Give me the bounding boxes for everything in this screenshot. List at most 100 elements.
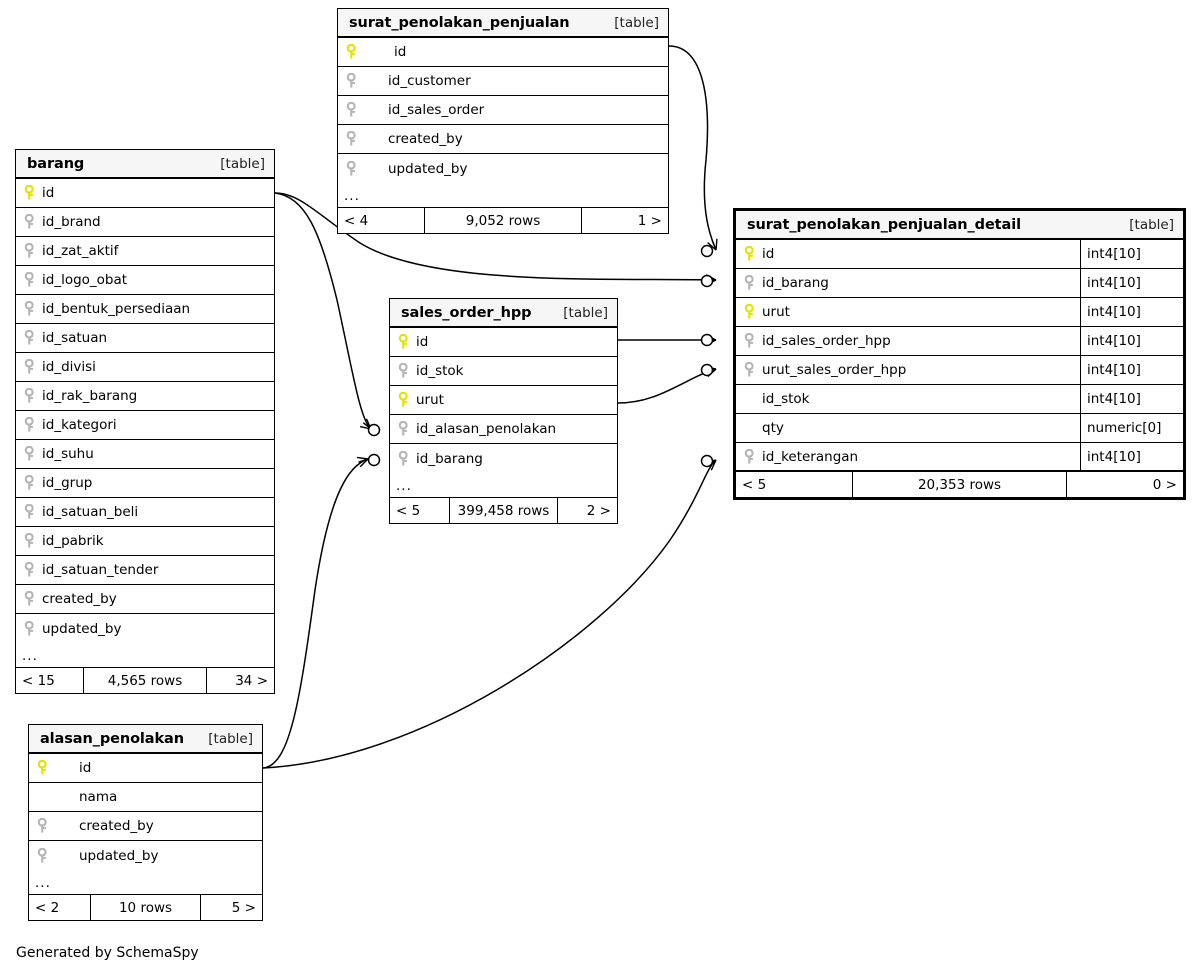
child-table-count[interactable]: 2 > — [586, 502, 611, 519]
table-box-surat_penolakan_penjualan_detail[interactable]: surat_penolakan_penjualan_detail[table]i… — [733, 208, 1186, 500]
table-box-surat_penolakan_penjualan[interactable]: surat_penolakan_penjualan[table]id id_cus… — [337, 8, 669, 234]
column-row[interactable]: id — [16, 179, 274, 208]
column-row[interactable]: id_satuan_tender — [16, 556, 274, 585]
column-label: created_by — [42, 591, 117, 607]
column-label: id_satuan — [42, 330, 108, 346]
parent-table-count[interactable]: < 2 — [35, 899, 60, 916]
foreign-key-icon — [24, 214, 39, 230]
parent-table-count[interactable]: < 5 — [396, 502, 421, 519]
column-row[interactable]: created_by — [338, 125, 668, 154]
column-row[interactable]: id_kategori — [16, 411, 274, 440]
table-header-sales_order_hpp[interactable]: sales_order_hpp[table] — [390, 299, 617, 328]
foreign-key-icon — [346, 131, 361, 147]
table-header-barang[interactable]: barang[table] — [16, 150, 274, 179]
table-header-surat_penolakan_penjualan[interactable]: surat_penolakan_penjualan[table] — [338, 9, 668, 38]
column-row[interactable]: nama — [29, 783, 262, 812]
column-row[interactable]: id — [338, 38, 668, 67]
table-title: alasan_penolakan — [40, 730, 184, 747]
column-row[interactable]: id_bentuk_persediaan — [16, 295, 274, 324]
column-row[interactable]: id_customer — [338, 67, 668, 96]
foreign-key-icon — [24, 330, 39, 346]
column-label: id — [762, 246, 775, 262]
child-table-count[interactable]: 34 > — [235, 672, 268, 689]
column-name-cell: id_suhu — [16, 440, 274, 468]
table-title: sales_order_hpp — [401, 304, 532, 321]
column-row[interactable]: id_pabrik — [16, 527, 274, 556]
column-row[interactable]: id_satuan — [16, 324, 274, 353]
column-name-cell: id_satuan — [16, 324, 274, 352]
column-row[interactable]: id_satuan_beli — [16, 498, 274, 527]
column-row[interactable]: id_zat_aktif — [16, 237, 274, 266]
child-table-count[interactable]: 5 > — [231, 899, 256, 916]
column-row[interactable]: id_barang — [390, 444, 617, 473]
column-name-cell: id_kategori — [16, 411, 274, 439]
column-label: id_kategori — [42, 417, 117, 433]
column-label: created_by — [388, 131, 463, 147]
column-row[interactable]: id_grup — [16, 469, 274, 498]
column-name-cell: nama — [29, 783, 262, 811]
column-label: urut_sales_order_hpp — [762, 362, 907, 378]
table-title: surat_penolakan_penjualan_detail — [747, 216, 1021, 233]
table-footer: < 2 10 rows 5 > — [29, 895, 262, 920]
foreign-key-icon — [24, 504, 39, 520]
column-row[interactable]: id_suhu — [16, 440, 274, 469]
column-name-cell: updated_by — [338, 154, 668, 183]
column-row[interactable]: urut — [390, 386, 617, 415]
column-type-cell: int4[10] — [1080, 327, 1183, 355]
column-name-cell: id — [736, 240, 1080, 268]
column-row[interactable]: updated_by — [338, 154, 668, 183]
parent-table-count[interactable]: < 15 — [22, 672, 55, 689]
table-header-surat_penolakan_penjualan_detail[interactable]: surat_penolakan_penjualan_detail[table] — [736, 211, 1183, 240]
edge-alasan-id-to-soh-idbarang — [262, 456, 369, 769]
column-label: id_customer — [388, 73, 471, 89]
column-label: id_brand — [42, 214, 101, 230]
primary-key-icon — [744, 246, 759, 262]
column-label: id_barang — [762, 275, 829, 291]
more-columns-indicator: ... — [338, 183, 668, 208]
column-row[interactable]: updated_by — [16, 614, 274, 643]
column-row[interactable]: created_by — [16, 585, 274, 614]
column-row[interactable]: id int4[10] — [736, 240, 1183, 269]
column-row[interactable]: id_divisi — [16, 353, 274, 382]
column-name-cell: urut — [390, 386, 617, 414]
column-row[interactable]: created_by — [29, 812, 262, 841]
foreign-key-icon — [24, 620, 39, 637]
column-type-cell: int4[10] — [1080, 240, 1183, 268]
column-name-cell: id_divisi — [16, 353, 274, 381]
child-table-count[interactable]: 1 > — [637, 212, 662, 229]
child-table-count[interactable]: 0 > — [1152, 476, 1177, 493]
column-row[interactable]: id — [29, 754, 262, 783]
foreign-key-icon — [346, 102, 361, 118]
column-row[interactable]: id_sales_order — [338, 96, 668, 125]
column-name-cell: created_by — [338, 125, 668, 153]
edge-spp-id-to-detail-id — [668, 45, 718, 251]
column-row[interactable]: id_alasan_penolakan — [390, 415, 617, 444]
column-label: id_suhu — [42, 446, 94, 462]
column-row[interactable]: updated_by — [29, 841, 262, 870]
column-row[interactable]: id_logo_obat — [16, 266, 274, 295]
table-header-alasan_penolakan[interactable]: alasan_penolakan[table] — [29, 725, 262, 754]
row-count: 10 rows — [90, 895, 201, 920]
column-row[interactable]: id_rak_barang — [16, 382, 274, 411]
foreign-key-icon — [744, 362, 759, 378]
column-row[interactable]: id_brand — [16, 208, 274, 237]
parent-table-count[interactable]: < 4 — [344, 212, 369, 229]
column-row[interactable]: id — [390, 328, 617, 357]
foreign-key-icon — [346, 73, 361, 89]
parent-table-count[interactable]: < 5 — [742, 476, 767, 493]
column-row[interactable]: id_stok — [390, 357, 617, 386]
column-type-cell: int4[10] — [1080, 298, 1183, 326]
primary-key-icon — [744, 304, 759, 320]
column-name-cell: id_sales_order — [338, 96, 668, 124]
